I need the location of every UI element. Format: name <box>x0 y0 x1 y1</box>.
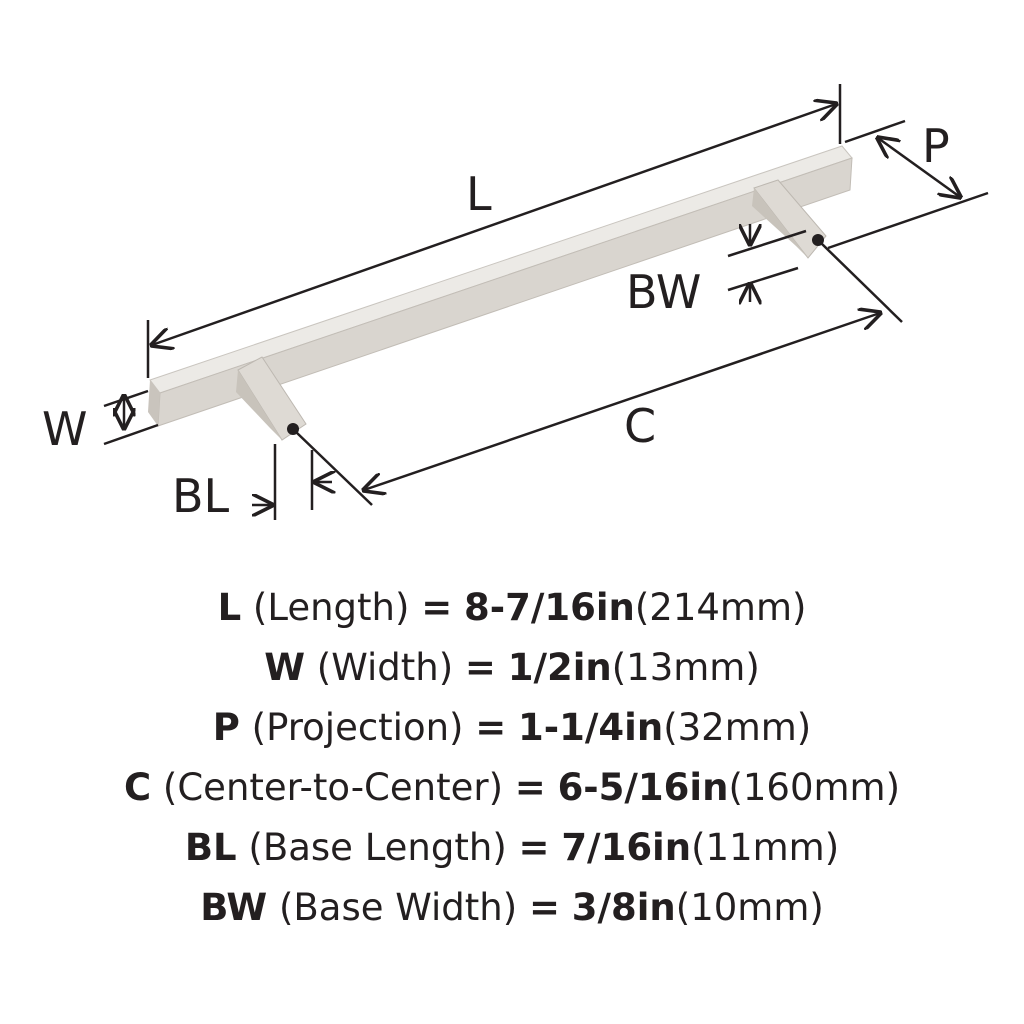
spec-imperial: 6-5/16in <box>557 766 729 809</box>
spec-row-width: W (Width) = 1/2in(13mm) <box>0 638 1024 698</box>
spec-row-projection: P (Projection) = 1-1/4in(32mm) <box>0 698 1024 758</box>
spec-imperial: 3/8in <box>571 886 676 929</box>
label-C: C <box>624 399 656 453</box>
spec-code: BW <box>200 886 268 929</box>
label-P: P <box>922 119 950 173</box>
spec-imperial: 1/2in <box>507 646 612 689</box>
spec-metric: (214mm) <box>634 586 807 629</box>
spec-row-center-to-center: C (Center-to-Center) = 6-5/16in(160mm) <box>0 758 1024 818</box>
spec-imperial: 8-7/16in <box>463 586 635 629</box>
label-L: L <box>466 167 492 221</box>
spec-code: W <box>264 646 306 689</box>
spec-code: C <box>123 766 152 809</box>
spec-name: (Projection) <box>251 706 464 749</box>
spec-metric: (160mm) <box>728 766 901 809</box>
dimension-W: W <box>42 389 159 456</box>
spec-code: L <box>217 586 242 629</box>
spec-name: (Length) <box>252 586 410 629</box>
spec-name: (Base Width) <box>278 886 518 929</box>
spec-equals: = <box>421 586 453 629</box>
spec-metric: (32mm) <box>663 706 812 749</box>
dimension-P: P <box>827 119 989 250</box>
spec-row-base-width: BW (Base Width) = 3/8in(10mm) <box>0 878 1024 938</box>
spec-list: L (Length) = 8-7/16in(214mm) W (Width) =… <box>0 578 1024 938</box>
label-W: W <box>42 402 87 456</box>
handle-drawing: L P W BW C BL <box>42 84 989 523</box>
label-BW: BW <box>626 265 701 319</box>
spec-equals: = <box>464 646 496 689</box>
spec-metric: (10mm) <box>675 886 824 929</box>
spec-row-length: L (Length) = 8-7/16in(214mm) <box>0 578 1024 638</box>
spec-row-base-length: BL (Base Length) = 7/16in(11mm) <box>0 818 1024 878</box>
spec-imperial: 1-1/4in <box>518 706 664 749</box>
spec-equals: = <box>514 766 546 809</box>
dimension-BL: BL <box>172 444 332 523</box>
spec-name: (Width) <box>316 646 454 689</box>
spec-imperial: 7/16in <box>561 826 692 869</box>
spec-equals: = <box>528 886 560 929</box>
spec-code: P <box>212 706 240 749</box>
spec-metric: (13mm) <box>611 646 760 689</box>
spec-equals: = <box>518 826 550 869</box>
label-BL: BL <box>172 469 230 523</box>
dimension-C: C <box>295 242 903 506</box>
spec-code: BL <box>184 826 237 869</box>
spec-name: (Base Length) <box>248 826 507 869</box>
dimension-L: L <box>148 84 840 378</box>
spec-metric: (11mm) <box>691 826 840 869</box>
spec-name: (Center-to-Center) <box>162 766 504 809</box>
spec-equals: = <box>475 706 507 749</box>
